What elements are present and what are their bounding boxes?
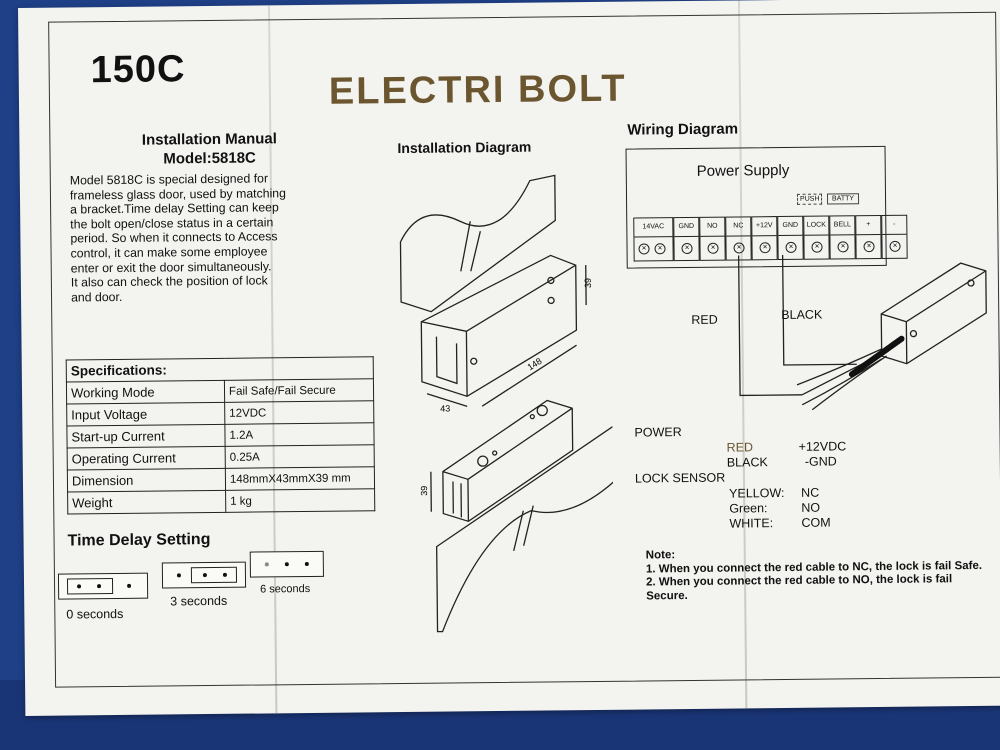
batt-group-label: BATTY xyxy=(826,193,860,205)
bolt-body xyxy=(420,254,578,398)
jumper-3-seconds xyxy=(161,561,247,589)
terminal-label: - xyxy=(882,215,907,235)
terminal-label: +12V xyxy=(752,217,777,237)
spec-value: 148mmX43mmX39 mm xyxy=(225,466,375,491)
pin xyxy=(304,561,309,567)
installation-diagram: 39 148 43 39 xyxy=(399,174,615,633)
dim-width: 43 xyxy=(440,403,450,413)
bracket xyxy=(442,399,574,523)
manual-title: Installation Manual Model:5818C xyxy=(114,129,304,169)
instruction-sheet: 150C ELECTRI BOLT Installation Manual Mo… xyxy=(18,0,1000,716)
terminal-label: GND xyxy=(778,216,803,237)
manual-title-line: Installation Manual xyxy=(141,130,277,149)
spec-label: Dimension xyxy=(67,468,226,493)
spec-label: Input Voltage xyxy=(66,402,225,427)
jumper-6-seconds xyxy=(249,550,324,578)
pin xyxy=(264,562,269,567)
black-wire xyxy=(781,254,857,366)
legend-color: RED xyxy=(726,440,754,455)
dim-length: 148 xyxy=(526,356,544,373)
dim-bracket-height: 39 xyxy=(419,486,429,496)
specifications-title: Specifications: xyxy=(66,356,374,383)
legend-meaning: COM xyxy=(801,515,831,530)
pin xyxy=(127,583,132,588)
legend-color: BLACK xyxy=(726,455,768,470)
push-group-label: PUSH xyxy=(796,193,823,205)
intro-line: and door. xyxy=(70,289,123,305)
spec-label: Weight xyxy=(67,490,226,515)
black-wire-label: BLACK xyxy=(781,307,823,323)
spec-value: 1 kg xyxy=(225,488,375,513)
legend-color: Green: xyxy=(729,501,768,516)
spec-label: Operating Current xyxy=(67,446,226,471)
model-number: 150C xyxy=(90,48,186,92)
glass-panel-top xyxy=(399,174,556,313)
terminal-label: BELL xyxy=(830,216,855,236)
power-supply-label: Power Supply xyxy=(696,161,790,180)
terminal-label: LOCK xyxy=(804,216,829,236)
jumper-label: 6 seconds xyxy=(260,582,311,596)
terminal-label: 14VAC xyxy=(634,218,673,238)
legend-meaning: +12VDC xyxy=(798,439,847,454)
brand-title: ELECTRI BOLT xyxy=(328,67,627,113)
spec-value: 12VDC xyxy=(224,400,374,425)
screw-icon: × xyxy=(654,243,666,255)
note-item: 2. When you connect the red cable to NO,… xyxy=(645,573,953,602)
lock-sensor-heading: LOCK SENSOR xyxy=(634,470,726,486)
terminal-label: NO xyxy=(700,217,725,237)
terminal-label: NC xyxy=(726,217,751,237)
wiring-lines xyxy=(737,254,987,411)
pin xyxy=(222,572,227,577)
jumper-label: 3 seconds xyxy=(170,593,228,609)
bolt-body xyxy=(880,262,987,365)
jumper-cap xyxy=(190,566,238,584)
spec-label: Working Mode xyxy=(66,380,225,405)
dim-height: 39 xyxy=(583,278,593,288)
installation-diagram-title: Installation Diagram xyxy=(397,138,532,157)
jumper-cap xyxy=(66,578,114,595)
glass-panel-bottom xyxy=(436,423,615,633)
time-delay-title: Time Delay Setting xyxy=(67,531,211,550)
screw-icon: × xyxy=(638,243,650,255)
pin xyxy=(284,562,289,567)
spec-label: Start-up Current xyxy=(66,424,226,449)
note-block: Note: 1. When you connect the red cable … xyxy=(646,546,987,604)
wiring-diagram-title: Wiring Diagram xyxy=(627,120,739,139)
terminal: GND × xyxy=(673,216,700,262)
pin xyxy=(202,573,207,578)
legend-color: WHITE: xyxy=(729,516,774,531)
red-wire-label: RED xyxy=(691,312,718,327)
spec-value: Fail Safe/Fail Secure xyxy=(224,378,374,403)
legend-meaning: NO xyxy=(801,500,821,515)
pin xyxy=(97,584,102,589)
legend-meaning: NC xyxy=(801,485,820,500)
terminal-label: GND xyxy=(674,217,699,238)
terminal: 14VAC × × xyxy=(633,217,674,262)
screw-icon: × xyxy=(681,242,693,255)
cable-bundle xyxy=(848,335,905,378)
legend-color: YELLOW: xyxy=(729,486,785,501)
spec-value: 0.25A xyxy=(225,444,375,469)
manual-model-line: Model:5818C xyxy=(163,149,256,168)
terminal-label: + xyxy=(856,215,881,236)
power-heading: POWER xyxy=(634,425,682,440)
jumper-0-seconds xyxy=(57,572,149,600)
pin xyxy=(176,573,181,578)
pin xyxy=(77,584,82,589)
red-wire xyxy=(737,255,803,397)
legend-meaning: -GND xyxy=(804,454,837,469)
jumper-label: 0 seconds xyxy=(66,606,124,622)
intro-paragraph: Model 5818C is special designed for fram… xyxy=(70,171,341,305)
spec-value: 1.2A xyxy=(224,422,375,447)
